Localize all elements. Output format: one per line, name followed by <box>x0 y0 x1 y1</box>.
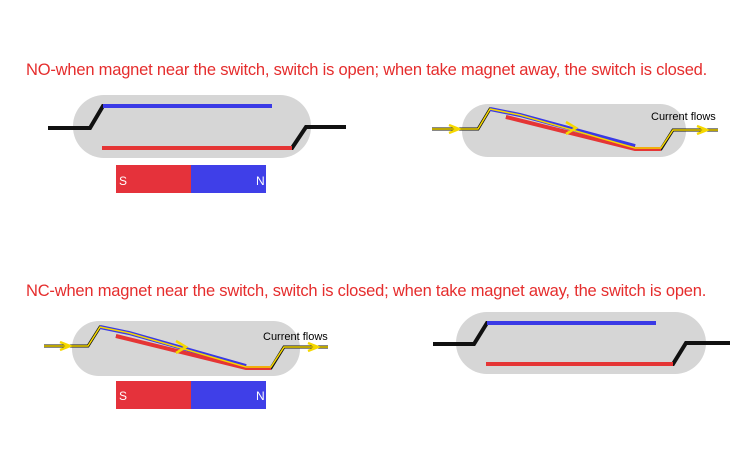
nc-magnet-near-switch: Current flows S N <box>44 321 328 409</box>
magnet-north-pole <box>191 165 266 193</box>
current-path <box>44 326 328 368</box>
current-arrow-icon <box>175 339 189 355</box>
current-arrow-icon <box>59 340 74 352</box>
current-arrow-icon <box>307 341 322 353</box>
magnet: S N <box>116 381 266 409</box>
current-arrow-icon <box>565 120 579 136</box>
magnet-south-pole <box>116 381 191 409</box>
magnet: S N <box>116 165 266 193</box>
magnet-north-pole <box>191 381 266 409</box>
north-label: N <box>256 389 265 403</box>
red-reed <box>115 334 271 370</box>
current-flows-label: Current flows <box>651 111 716 123</box>
glass-tube <box>73 95 311 158</box>
magnet-south-pole <box>116 165 191 193</box>
nc-magnet-away-switch <box>433 312 730 374</box>
no-magnet-near-switch: S N <box>48 95 346 193</box>
south-label: S <box>119 174 127 188</box>
red-reed <box>505 115 661 151</box>
current-arrow-icon <box>696 124 711 136</box>
glass-tube <box>456 312 706 374</box>
nc-caption: NC-when magnet near the switch, switch i… <box>26 282 707 300</box>
current-arrow-icon <box>448 123 463 135</box>
no-magnet-away-switch: Current flows <box>432 104 718 157</box>
no-caption: NO-when magnet near the switch, switch i… <box>26 61 708 79</box>
north-label: N <box>256 174 265 188</box>
south-label: S <box>119 389 127 403</box>
current-flows-label: Current flows <box>263 331 328 343</box>
current-path <box>432 108 718 149</box>
